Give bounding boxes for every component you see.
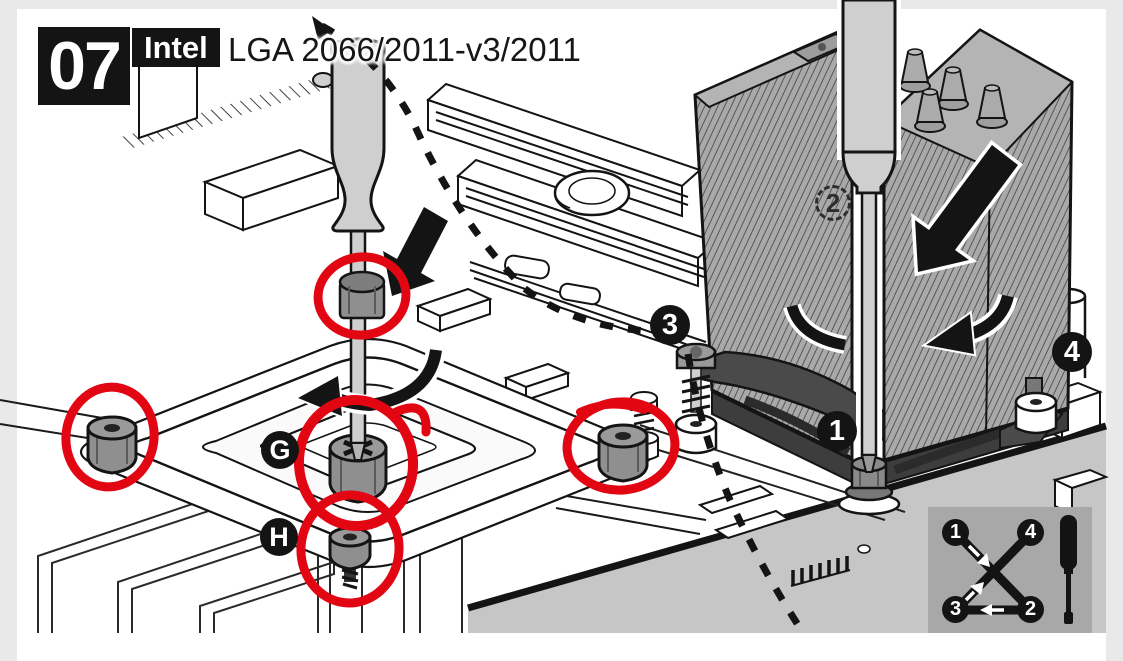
vrm-heatsink-block [202,148,341,232]
part-label-G: G [261,431,299,469]
socket-compatibility-label: LGA 2066/2011-v3/2011 [228,31,581,68]
vrm-fins-hatch [118,72,344,150]
screwdriver-tip [349,442,367,461]
standoff-H [328,526,372,590]
rotate-clockwise-arrow-icon [783,293,1018,357]
screwdriver-tip [860,454,878,473]
inset-order-2: 2 [1017,596,1044,623]
inset-order-3: 3 [942,596,969,623]
step-number-badge: 07 [38,27,130,105]
screwdriver-shaft [860,191,878,457]
screwdriver-left [312,37,386,461]
red-highlight-circle-icon [61,252,680,608]
left-panel-board [0,44,718,633]
screw-callout-3: 3 [650,305,690,345]
pin-header-connector [790,556,851,587]
zoom-boundary-dashed-line [320,22,807,636]
anti-vibration-mounts [899,48,1008,133]
press-down-arrow-icon [383,207,448,296]
screwdriver-icon [1060,515,1077,624]
inset-order-1: 1 [942,519,969,546]
standoff-on-shaft [338,270,386,320]
screw-callout-4: 4 [1052,332,1092,372]
screw-callout-2-hidden: 2 [815,185,851,221]
standoff-right [597,423,649,483]
spring-screw-4 [1014,377,1058,435]
standoff-left [86,415,138,475]
press-down-arrow-icon [911,140,1023,277]
cmos-battery [553,169,631,217]
screw-callout-1: 1 [817,411,857,451]
screw-1-nut [837,455,901,516]
platform-badge: Intel [132,28,220,67]
screwdriver-right [837,0,901,516]
part-label-H: H [260,518,298,556]
screwdriver-handle [330,37,386,233]
inset-order-4: 4 [1017,519,1044,546]
screwdriver-handle [841,0,897,154]
